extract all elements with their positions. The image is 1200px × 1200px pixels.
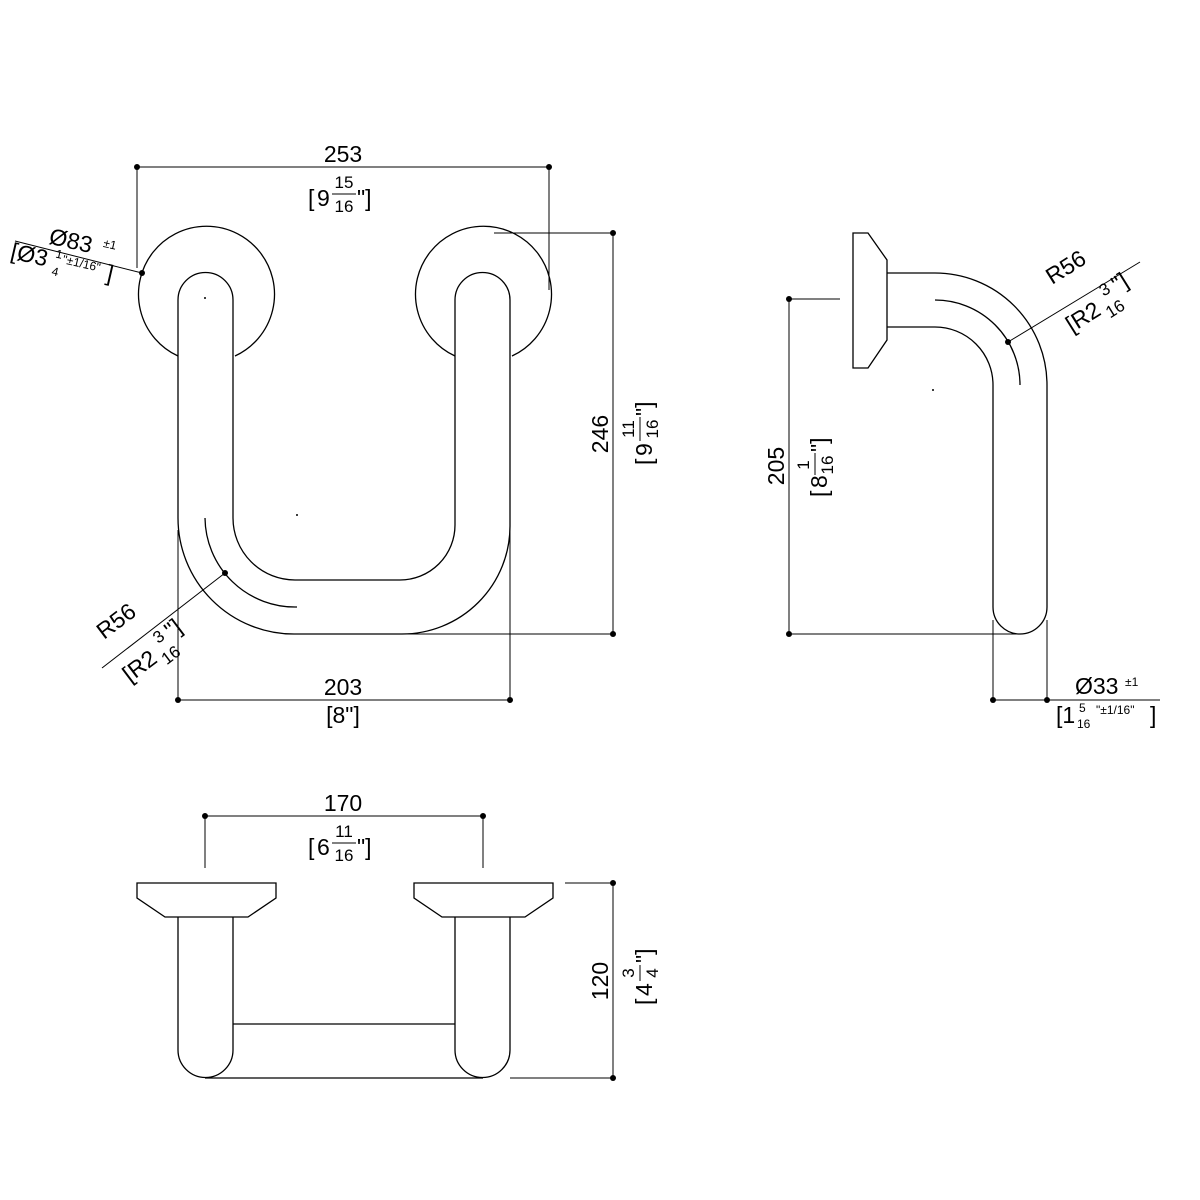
dim-120-num: 3 bbox=[619, 968, 638, 977]
dim-203-mm: 203 bbox=[324, 674, 362, 700]
flange-dia-in-num: 1 bbox=[54, 247, 64, 262]
dim-205-whole: 8 bbox=[806, 475, 832, 488]
flange-dia-mm: Ø83 bbox=[47, 223, 95, 258]
dim-205-den: 16 bbox=[818, 456, 837, 475]
side-tube-outer bbox=[887, 272, 1048, 635]
dim-253-num: 15 bbox=[335, 173, 354, 192]
side-radius-mm: R56 bbox=[1041, 245, 1091, 289]
bottom-right-flange bbox=[413, 882, 554, 918]
dim-height-246: 246 [ 9 11 16 "] bbox=[402, 230, 662, 637]
tube-dia-in-prefix: [1 bbox=[1056, 702, 1075, 728]
dim-tube-diameter: Ø33 ±1 [1 5 16 "±1/16" ] bbox=[990, 620, 1160, 731]
tube-dia-in-den: 16 bbox=[1077, 717, 1091, 731]
dim-246-whole: 9 bbox=[631, 443, 657, 456]
dim-120-mm: 120 bbox=[587, 962, 613, 1000]
side-flange bbox=[852, 232, 888, 369]
tube-dia-tol: ±1 bbox=[1125, 675, 1139, 689]
bottom-left-post bbox=[177, 917, 234, 1079]
center-mark bbox=[932, 389, 934, 391]
bottom-left-flange bbox=[136, 882, 277, 918]
dim-side-height-205: 205 [ 8 1 16 "] bbox=[763, 296, 1020, 637]
dim-170-den: 16 bbox=[335, 846, 354, 865]
dim-203-in: [8"] bbox=[326, 702, 360, 728]
flange-dia-in-prefix: [Ø3 bbox=[9, 238, 51, 272]
tube-dia-mm: Ø33 bbox=[1075, 673, 1118, 699]
center-mark bbox=[296, 514, 298, 516]
dim-205-close: "] bbox=[806, 437, 832, 452]
bottom-right-post bbox=[454, 917, 511, 1079]
dim-170-whole: 6 bbox=[317, 834, 330, 860]
dim-120-close: "] bbox=[631, 948, 657, 963]
tube-dia-close: ] bbox=[1150, 702, 1156, 728]
dim-projection-120: 120 [ 4 3 4 "] bbox=[510, 880, 662, 1081]
dim-inner-203: 203 [8"] bbox=[175, 530, 513, 728]
dim-246-close: "] bbox=[631, 401, 657, 416]
front-view: 253 [ 9 15 16 "] 246 [ 9 11 16 "] bbox=[9, 141, 662, 728]
dim-253-den: 16 bbox=[335, 197, 354, 216]
dim-205-num: 1 bbox=[794, 460, 813, 469]
side-tube-highlight bbox=[934, 299, 1021, 386]
dim-120-den: 4 bbox=[643, 968, 662, 977]
dim-center-distance-170: 170 [ 6 11 16 "] bbox=[202, 790, 486, 868]
front-radius-mm: R56 bbox=[91, 598, 140, 644]
dim-170-mm: 170 bbox=[324, 790, 362, 816]
bottom-view: 170 [ 6 11 16 "] 120 [ 4 3 4 "] bbox=[136, 790, 662, 1081]
dim-253-whole: 9 bbox=[317, 185, 330, 211]
dim-120-whole: 4 bbox=[631, 983, 657, 996]
dim-205-mm: 205 bbox=[763, 447, 789, 485]
dim-width-253: 253 [ 9 15 16 "] bbox=[134, 141, 552, 290]
dim-side-bend-radius: R56 [R2 3 16 "] bbox=[1005, 245, 1141, 345]
flange-dia-tol: ±1 bbox=[102, 236, 118, 253]
dim-246-den: 16 bbox=[643, 420, 662, 439]
tube-dia-in-num: 5 bbox=[1079, 701, 1086, 715]
tube-dia-in-tol: "±1/16" bbox=[1096, 703, 1134, 717]
u-tube-top-left bbox=[177, 271, 234, 301]
flange-dia-in-den: 4 bbox=[50, 264, 60, 279]
flange-dia-in-tol: "±1/16" bbox=[61, 252, 102, 274]
center-mark bbox=[204, 297, 206, 299]
dim-253-close: "] bbox=[357, 185, 372, 211]
left-flange bbox=[137, 225, 276, 357]
side-view: 205 [ 8 1 16 "] R56 [R2 3 16 "] bbox=[763, 232, 1160, 731]
dim-bend-radius-front: R56 [R2 3 16 "] bbox=[91, 570, 228, 687]
dim-246-num: 11 bbox=[619, 420, 638, 438]
u-tube-outer bbox=[177, 271, 511, 635]
dim-253-mm: 253 bbox=[324, 141, 362, 167]
right-flange bbox=[414, 225, 553, 357]
dim-246-open: [ bbox=[631, 458, 657, 465]
dim-170-close: "] bbox=[357, 834, 372, 860]
side-radius-in-prefix: [R2 bbox=[1061, 296, 1105, 337]
dim-170-num: 11 bbox=[335, 822, 353, 841]
dim-246-mm: 246 bbox=[587, 415, 613, 453]
dim-120-open: [ bbox=[631, 998, 657, 1005]
dim-253-open: [ bbox=[308, 185, 315, 211]
dim-205-open: [ bbox=[806, 490, 832, 497]
dim-flange-diameter: Ø83 ±1 [Ø3 1 4 "±1/16" ] bbox=[9, 223, 145, 286]
u-tube-inner bbox=[232, 300, 456, 581]
u-tube-highlight bbox=[204, 517, 298, 608]
dim-170-open: [ bbox=[308, 834, 315, 860]
